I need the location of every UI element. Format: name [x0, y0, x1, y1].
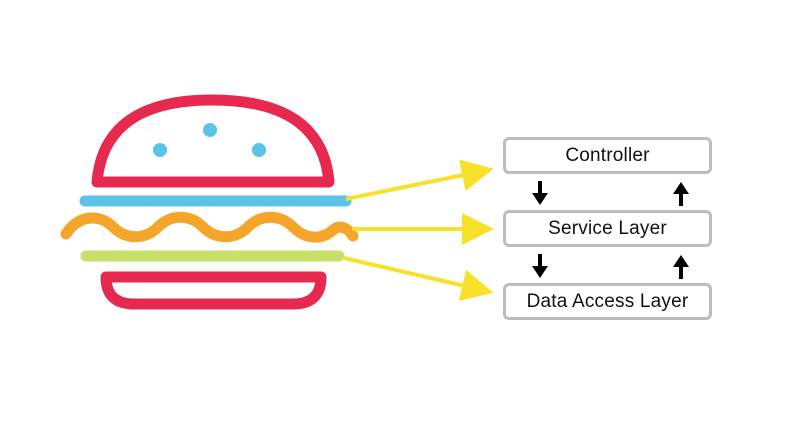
controller-label: Controller	[565, 144, 650, 166]
cheese-wave	[60, 211, 359, 243]
burger-icon	[60, 94, 359, 310]
seed-dot	[252, 143, 266, 157]
connector-arrows	[343, 159, 494, 301]
arrow-up-icon	[673, 255, 689, 279]
bottom-bun-shape	[100, 271, 327, 310]
arrow-down-icon	[532, 254, 548, 278]
seed-dot	[153, 143, 167, 157]
data-access-layer-box: Data Access Layer	[503, 283, 712, 320]
flow-arrows	[532, 181, 689, 279]
data-access-layer-label: Data Access Layer	[526, 290, 689, 312]
service-layer-label: Service Layer	[548, 217, 667, 239]
connector-arrow-data-access	[343, 256, 494, 301]
seed-dot	[203, 123, 217, 137]
connector-arrow-controller	[345, 159, 494, 201]
arrow-up-icon	[673, 182, 689, 206]
arrow-down-icon	[532, 181, 548, 205]
service-layer-box: Service Layer	[503, 210, 712, 247]
top-bun-shape	[91, 94, 335, 188]
controller-layer-box: Controller	[503, 137, 712, 174]
